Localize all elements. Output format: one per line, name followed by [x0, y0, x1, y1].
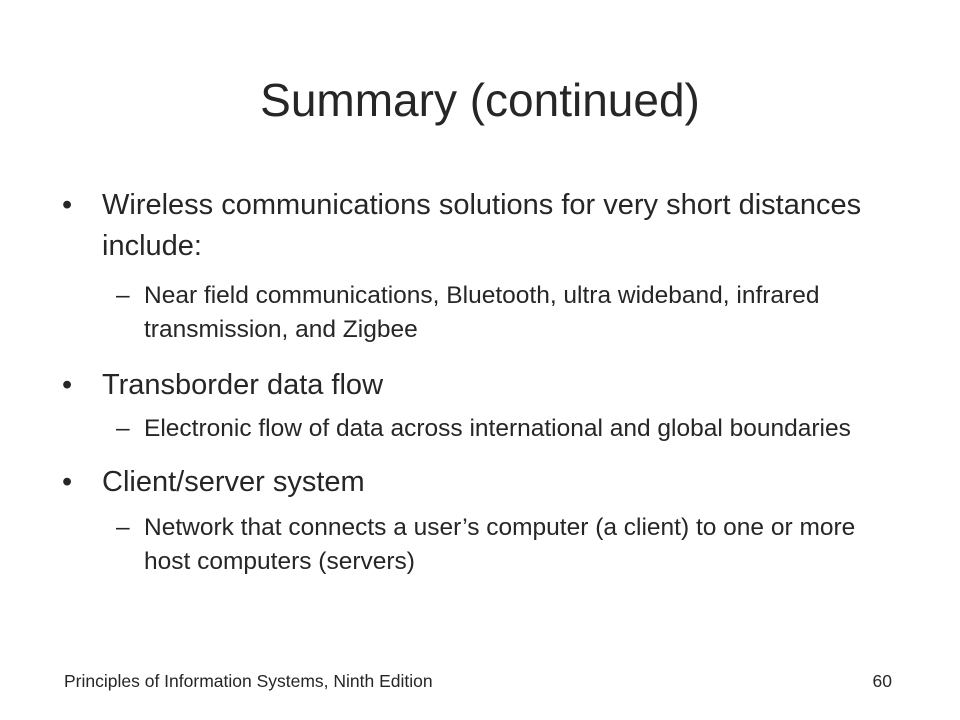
bullet-item: • Client/server system: [62, 462, 902, 503]
sub-bullet-item: – Electronic flow of data across interna…: [62, 412, 902, 446]
sub-bullet-text: Network that connects a user’s computer …: [144, 514, 856, 575]
bullet-item: • Wireless communications solutions for …: [62, 185, 902, 267]
slide-content: • Wireless communications solutions for …: [62, 185, 902, 579]
bullet-item: • Transborder data flow: [62, 365, 902, 406]
bullet-marker: •: [62, 369, 73, 401]
slide-title: Summary (continued): [260, 74, 700, 126]
sub-bullet-marker: –: [116, 282, 130, 309]
sub-bullet-text: Near field communications, Bluetooth, ul…: [144, 282, 820, 343]
bullet-text: Client/server system: [102, 466, 365, 498]
footer-page-number: 60: [872, 671, 892, 691]
sub-bullet-item: – Near field communications, Bluetooth, …: [62, 279, 902, 347]
sub-bullet-marker: –: [116, 415, 130, 442]
sub-bullet-marker: –: [116, 514, 130, 541]
sub-bullet-item: – Network that connects a user’s compute…: [62, 511, 902, 579]
sub-bullet-text: Electronic flow of data across internati…: [144, 415, 851, 442]
bullet-text: Wireless communications solutions for ve…: [102, 189, 862, 262]
bullet-marker: •: [62, 189, 73, 221]
bullet-text: Transborder data flow: [102, 369, 384, 401]
footer-book-title: Principles of Information Systems, Ninth…: [64, 671, 433, 691]
bullet-marker: •: [62, 466, 73, 498]
